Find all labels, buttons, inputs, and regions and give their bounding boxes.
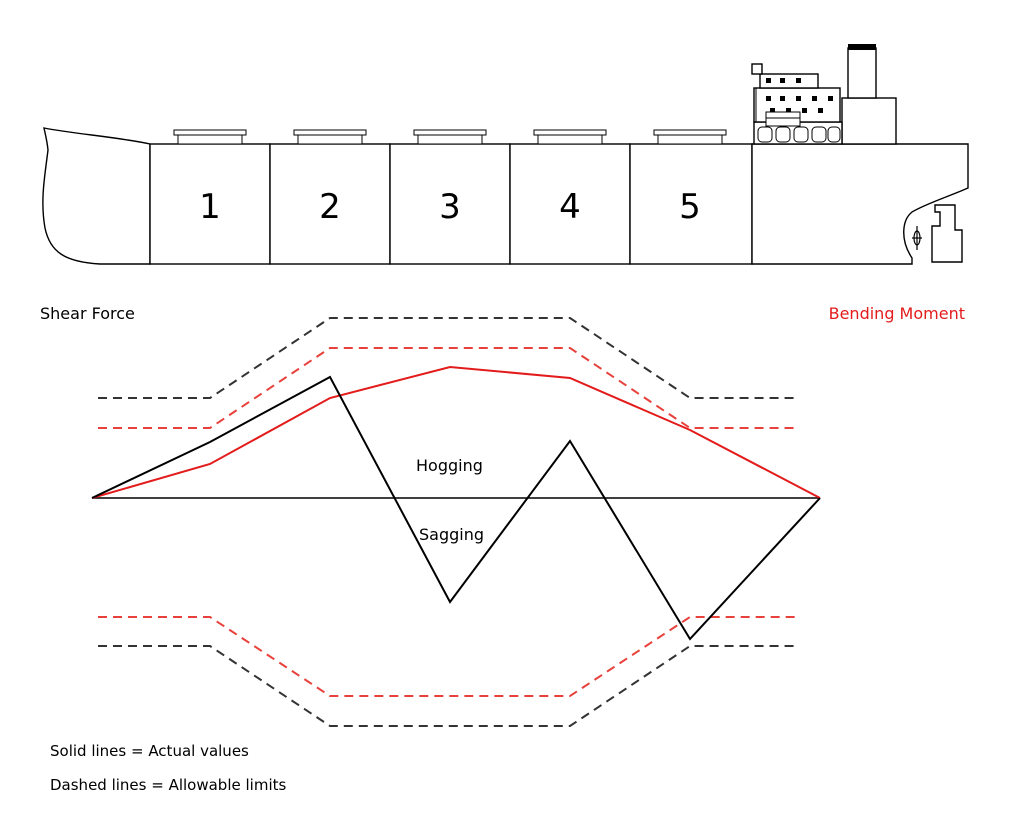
rudder-icon <box>931 204 963 263</box>
shear-force-label: Shear Force <box>40 304 135 323</box>
hold-number: 3 <box>439 187 461 227</box>
legend-dashed: Dashed lines = Allowable limits <box>50 776 286 794</box>
shear-force-lower-limit <box>98 645 798 727</box>
bending-moment-curve <box>91 365 821 499</box>
ship-profile: 1 2 3 4 5 <box>42 44 969 265</box>
hogging-label: Hogging <box>416 456 483 475</box>
ship-bow <box>42 127 151 265</box>
shear-force-upper-limit <box>98 317 798 399</box>
ship-stern <box>751 143 969 265</box>
cargo-hold-2: 2 <box>269 129 391 265</box>
hold-number: 1 <box>199 187 221 227</box>
cargo-hold-5: 5 <box>629 129 753 265</box>
bending-moment-lower-limit <box>98 616 798 697</box>
cargo-hold-4: 4 <box>509 129 631 265</box>
bending-moment-label: Bending Moment <box>829 304 965 323</box>
funnel-icon <box>841 44 897 145</box>
cargo-hold-1: 1 <box>149 129 271 265</box>
hold-number: 4 <box>559 187 581 227</box>
propeller-icon <box>912 226 922 250</box>
cargo-hold-3: 3 <box>389 129 511 265</box>
sagging-label: Sagging <box>419 525 484 544</box>
hold-number: 5 <box>679 187 701 227</box>
hold-number: 2 <box>319 187 341 227</box>
bending-moment-upper-limit <box>98 347 798 429</box>
superstructure <box>751 63 843 145</box>
shear-force-curve <box>91 375 821 641</box>
legend-solid: Solid lines = Actual values <box>50 742 249 760</box>
